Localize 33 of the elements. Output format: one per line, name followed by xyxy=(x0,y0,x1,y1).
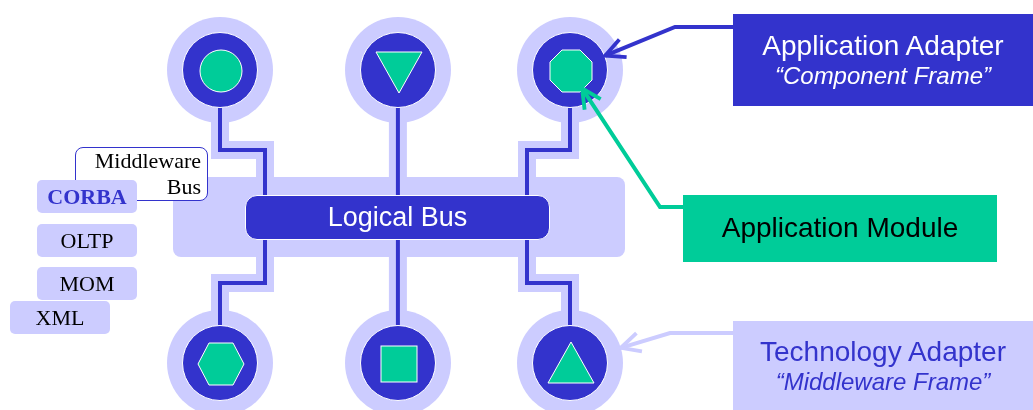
technology-tag: XML xyxy=(10,301,110,334)
connector-line xyxy=(218,240,267,325)
module-triangle xyxy=(376,48,422,94)
adapter-disk xyxy=(182,32,258,108)
adapter-disk xyxy=(360,325,436,401)
technology-tag: MOM xyxy=(37,267,137,300)
callout-title: Application Module xyxy=(721,212,959,245)
callout-subtitle: “Component Frame” xyxy=(774,62,992,90)
callout-title: Technology Adapter xyxy=(760,335,1006,368)
technology-tag: CORBA xyxy=(37,180,137,213)
module-hexagon xyxy=(198,341,244,387)
arrow xyxy=(603,25,733,60)
module-octagon xyxy=(548,48,594,94)
arrow xyxy=(580,86,683,209)
callout-box xyxy=(733,14,1033,106)
callout-title: Application Adapter xyxy=(762,30,1004,63)
adapter-disk xyxy=(360,32,436,108)
module-triangle xyxy=(548,341,594,387)
connector-line xyxy=(395,240,400,325)
callout-box xyxy=(683,195,997,262)
adapter-disk xyxy=(532,325,608,401)
connector-line xyxy=(395,108,400,195)
module-circle xyxy=(198,48,244,94)
adapter-disk xyxy=(182,325,258,401)
logical-bus-bar: Logical Bus xyxy=(245,195,550,240)
connector-line xyxy=(525,240,572,325)
callout-subtitle: “Middleware Frame” xyxy=(775,367,991,396)
technology-tag: OLTP xyxy=(37,224,137,257)
connector-line xyxy=(525,108,572,195)
callout-box xyxy=(733,321,1033,410)
arrow xyxy=(618,331,733,354)
connector-line xyxy=(218,108,267,195)
adapter-disk xyxy=(532,32,608,108)
